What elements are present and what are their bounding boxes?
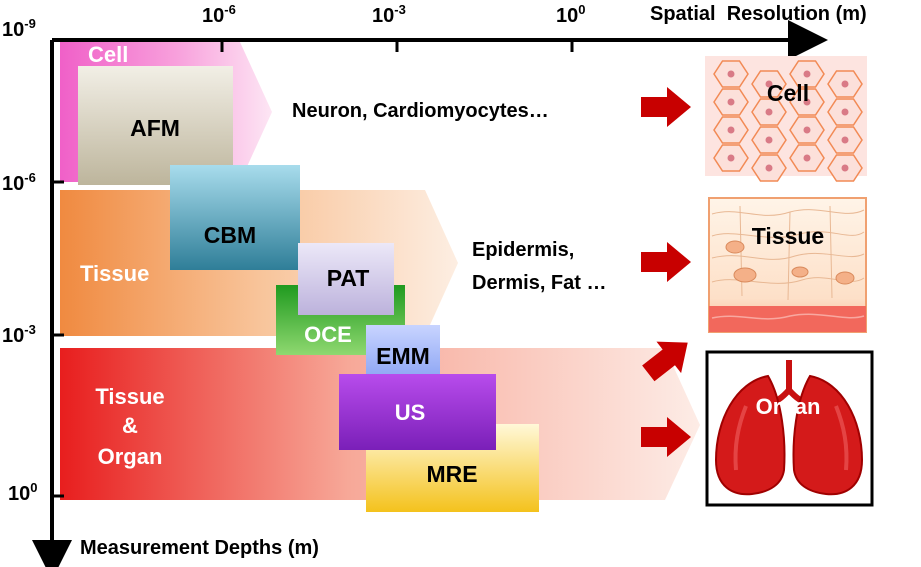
tick-base: 10	[8, 483, 30, 505]
cell-panel-label: Cell	[767, 80, 809, 106]
svg-text:10-9: 10-9	[2, 16, 36, 41]
organ-panel-label: Organ	[756, 394, 821, 419]
top-tick-2: 10-3	[372, 2, 406, 27]
left-axis-title: Measurement Depths (m)	[80, 537, 319, 559]
tick-exp: -9	[24, 16, 36, 31]
tissue-organ-label-line1: Tissue	[95, 384, 164, 409]
cell-examples: Neuron, Cardiomyocytes…	[292, 100, 549, 122]
cell-nucleus	[727, 154, 735, 162]
tick-exp: -6	[224, 2, 236, 17]
oce-label: OCE	[304, 322, 352, 347]
svg-text:10-3: 10-3	[372, 2, 406, 27]
red-arrow-cell	[641, 87, 691, 127]
left-tick-4: 100	[8, 480, 37, 505]
cell-illustration-panel: Cell	[705, 56, 867, 182]
tick-base: 10	[2, 19, 24, 41]
technique-cbm: CBM	[170, 165, 300, 270]
afm-label: AFM	[130, 115, 180, 141]
tissue-organ-label-line3: Organ	[98, 444, 163, 469]
tissue-examples-line1: Epidermis,	[472, 239, 574, 261]
tissue-panel-label: Tissue	[752, 223, 824, 249]
tick-exp: 0	[30, 480, 37, 495]
red-arrow-organ-up	[642, 341, 688, 382]
cell-nucleus	[765, 80, 773, 88]
left-tick-3: 10-3	[2, 322, 36, 347]
tick-base: 10	[556, 5, 578, 27]
red-arrow-organ	[641, 417, 691, 457]
us-label: US	[395, 400, 426, 425]
cell-nucleus	[765, 164, 773, 172]
tick-base: 10	[372, 5, 394, 27]
cell-nucleus	[803, 98, 811, 106]
organ-illustration-panel: Organ	[705, 350, 874, 507]
cell-nucleus	[803, 70, 811, 78]
cell-nucleus	[803, 126, 811, 134]
cell-nucleus	[727, 98, 735, 106]
svg-text:10-6: 10-6	[2, 170, 36, 195]
tick-base: 10	[2, 173, 24, 195]
cell-nucleus	[803, 154, 811, 162]
cell-nucleus	[727, 70, 735, 78]
pat-label: PAT	[327, 265, 370, 291]
svg-text:100: 100	[8, 480, 37, 505]
tick-exp: -6	[24, 170, 36, 185]
svg-text:10-6: 10-6	[202, 2, 236, 27]
left-tick-1: 10-9	[2, 16, 36, 41]
mre-label: MRE	[426, 461, 477, 487]
left-axis: Measurement Depths (m)	[32, 40, 319, 567]
tissue-examples-line2: Dermis, Fat …	[472, 272, 606, 294]
tissue-band-label: Tissue	[80, 261, 149, 286]
top-tick-1: 10-6	[202, 2, 236, 27]
cell-nucleus	[841, 108, 849, 116]
cell-band-label: Cell	[88, 42, 128, 67]
tissue-organ-label-line2: &	[122, 413, 138, 438]
tick-exp: -3	[394, 2, 406, 17]
lungs-icon	[714, 360, 864, 496]
svg-text:100: 100	[556, 2, 585, 27]
technique-pat: PAT	[298, 243, 394, 315]
top-axis: Spatial Resolution (m)	[52, 3, 867, 60]
cell-nucleus	[841, 136, 849, 144]
top-axis-title: Spatial Resolution (m)	[650, 3, 867, 25]
svg-text:10-3: 10-3	[2, 322, 36, 347]
technique-us: US	[339, 374, 496, 450]
cell-grid	[713, 60, 863, 182]
top-tick-3: 100	[556, 2, 585, 27]
cell-nucleus	[841, 164, 849, 172]
tissue-illustration-panel: Tissue	[708, 197, 867, 333]
cbm-label: CBM	[204, 222, 256, 248]
tick-base: 10	[202, 5, 224, 27]
cell-nucleus	[841, 80, 849, 88]
left-tick-2: 10-6	[2, 170, 36, 195]
tick-base: 10	[2, 325, 24, 347]
red-arrow-tissue	[641, 242, 691, 282]
emm-label: EMM	[376, 343, 430, 369]
cell-nucleus	[727, 126, 735, 134]
cell-nucleus	[765, 136, 773, 144]
cell-nucleus	[765, 108, 773, 116]
tick-exp: 0	[578, 2, 585, 17]
technique-emm: EMM	[366, 325, 440, 378]
tick-exp: -3	[24, 322, 36, 337]
